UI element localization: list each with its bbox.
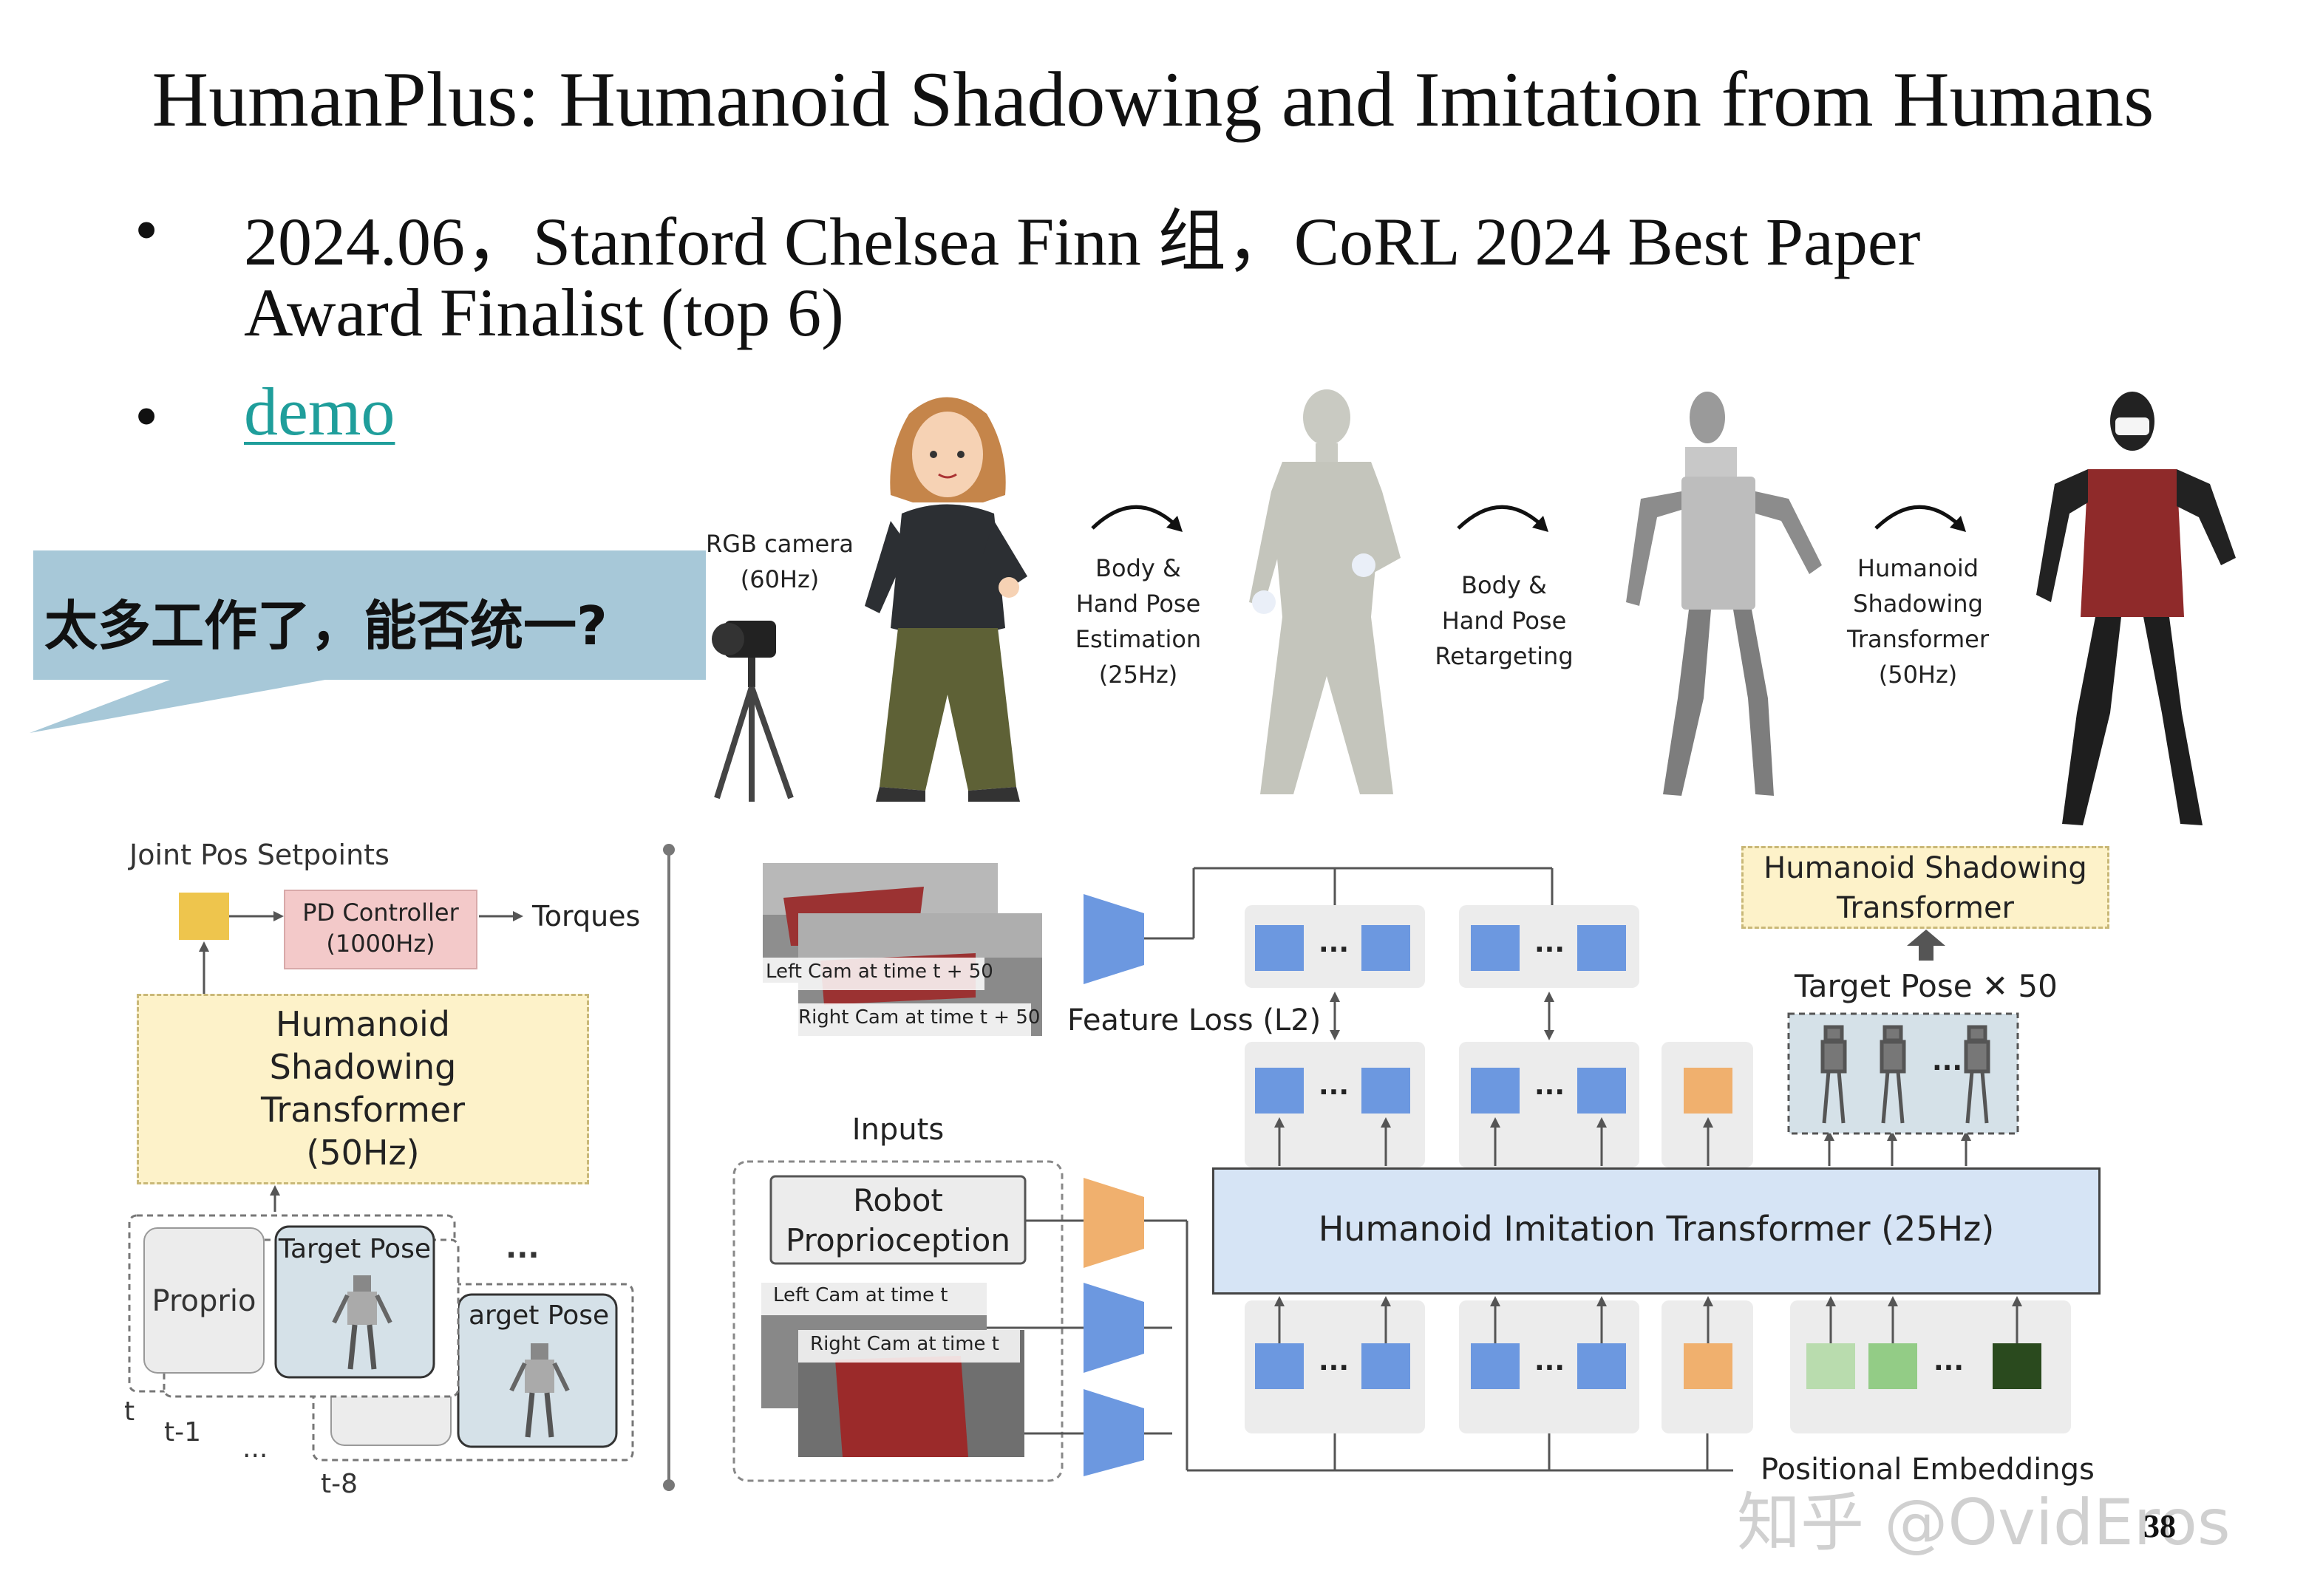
pd-controller-box	[284, 890, 477, 969]
token-ellipsis: ...	[1319, 928, 1350, 958]
t-label: t	[124, 1396, 135, 1427]
right-cam-future-label: Right Cam at time t + 50	[798, 1006, 1041, 1029]
token-ellipsis: ...	[1534, 928, 1565, 958]
pd-controller-label: PD Controller(1000Hz)	[302, 898, 459, 958]
left-cam-future-label: Left Cam at time t + 50	[766, 961, 993, 983]
hit-label: Humanoid Imitation Transformer (25Hz)	[1318, 1209, 1995, 1249]
target-pose-label: Target Pose	[278, 1234, 432, 1264]
token-ellipsis: ...	[1534, 1346, 1565, 1377]
robot-icon	[332, 1275, 392, 1370]
joint-setpoint-token	[179, 893, 229, 940]
body-mesh-figure	[1249, 389, 1401, 794]
feature-loss-label: Feature Loss (L2)	[1067, 1003, 1322, 1037]
left-ellipsis: ...	[506, 1231, 540, 1265]
inputs-label: Inputs	[851, 1113, 945, 1147]
callout-bubble	[30, 550, 706, 733]
t-8-label: t-8	[321, 1469, 358, 1499]
page-number: 38	[2143, 1508, 2176, 1544]
left-cam-label: Left Cam at time t	[773, 1284, 948, 1306]
joint-pos-label: Joint Pos Setpoints	[129, 839, 390, 871]
demo-link[interactable]: demo	[244, 374, 395, 449]
hit-box	[1212, 1167, 2101, 1295]
t-1-label: t-1	[164, 1417, 202, 1447]
slide-title: HumanPlus: Humanoid Shadowing and Imitat…	[152, 56, 2154, 143]
target-pose-robots-icon	[1820, 1025, 1990, 1124]
token-ellipsis: ...	[1319, 1071, 1350, 1101]
bullet-dot: •	[135, 378, 159, 454]
arrow-3-icon	[1874, 505, 1966, 532]
robot-icon	[509, 1343, 570, 1438]
arrow-2-icon	[1457, 505, 1548, 532]
time-ellipsis: ...	[242, 1433, 268, 1464]
arrow-1-icon	[1091, 505, 1183, 532]
bullet-dot: •	[135, 192, 159, 267]
bullet-2: demo	[244, 372, 395, 451]
proprio-label: Proprio	[152, 1284, 256, 1318]
torques-label: Torques	[532, 900, 641, 932]
hst-small-box	[1741, 846, 2109, 929]
token-ellipsis: ...	[1933, 1346, 1965, 1377]
silver-robot-figure	[1626, 392, 1822, 796]
bullet-1-line-2: Award Finalist (top 6)	[244, 275, 844, 350]
token-ellipsis: ...	[1932, 1046, 1963, 1077]
target-pose-x50-label: Target Pose ✕ 50	[1795, 968, 2058, 1004]
positional-embeddings-label: Positional Embeddings	[1761, 1453, 2095, 1487]
hst-box	[137, 994, 589, 1184]
callout-text: 太多工作了，能否统一?	[44, 595, 608, 657]
camera-icon	[712, 621, 794, 802]
token-ellipsis: ...	[1319, 1346, 1350, 1377]
human-figure	[865, 397, 1027, 802]
target-pose-label-back: arget Pose	[469, 1300, 610, 1331]
dark-robot-figure	[2036, 392, 2236, 825]
bullet-1-line-1: 2024.06，Stanford Chelsea Finn 组，CoRL 202…	[244, 204, 1921, 279]
token-ellipsis: ...	[1534, 1071, 1565, 1101]
camera-label: RGB camera(60Hz)	[706, 530, 854, 593]
right-cam-label: Right Cam at time t	[810, 1333, 1000, 1355]
watermark: 知乎 @OvidEros	[1737, 1486, 2231, 1560]
